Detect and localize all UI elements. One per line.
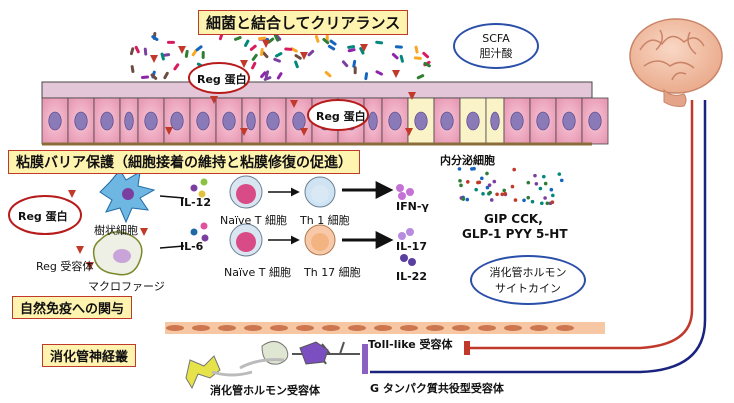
- banner-innate: 自然免疫への関与: [12, 296, 133, 319]
- afferent-pathway-red: [470, 100, 694, 350]
- reg-label-mid: Reg 蛋白: [316, 110, 366, 123]
- dendritic-cell: [99, 169, 156, 224]
- epithelial-cell: [459, 97, 487, 145]
- bacteria-cluster: [129, 31, 431, 81]
- cytokine-label: サイトカイン: [495, 282, 561, 295]
- toll-like-receptor-label: Toll-like 受容体: [368, 338, 453, 351]
- scfa-label: SCFA: [482, 31, 510, 45]
- ifn-gamma-label: IFN-γ: [396, 200, 429, 213]
- macrophage-label: マクロファージ: [88, 280, 165, 293]
- hormone-particles: [457, 166, 564, 206]
- th1-label: Th 1 細胞: [300, 214, 350, 227]
- gi-hormone-receptor-label: 消化管ホルモン受容体: [210, 384, 320, 397]
- hormones-line1: GIP CCK,: [484, 212, 543, 226]
- naive-t-label-2: Naïve T 細胞: [224, 266, 292, 279]
- cytokine-dots: [190, 178, 416, 266]
- gpcr-label: G タンパク質共役型受容体: [370, 382, 504, 395]
- reg-protein-oval-mid: [307, 99, 369, 131]
- enteric-neurons: [185, 341, 470, 390]
- epithelial-cell: [363, 97, 383, 145]
- epithelial-cell: [381, 97, 409, 145]
- th17-label: Th 17 細胞: [304, 266, 361, 279]
- epithelial-cell: [119, 97, 139, 145]
- epithelial-cell: [259, 97, 287, 145]
- epithelial-cell: [215, 97, 243, 145]
- reg-protein-oval-left: [8, 195, 82, 235]
- epithelial-cell: [503, 97, 531, 145]
- il12-label: IL-12: [180, 196, 211, 209]
- epithelial-cell: [581, 97, 609, 145]
- reg-receptor-label: Reg 受容体: [36, 260, 94, 273]
- reg-label-left: Reg 蛋白: [18, 210, 68, 223]
- endocrine-cell-label: 内分泌細胞: [440, 154, 495, 167]
- epithelial-cell: [485, 97, 505, 145]
- epithelial-cell: [529, 97, 557, 145]
- differentiation-arrows: [159, 181, 394, 249]
- bile-acid-label: 胆汁酸: [479, 46, 513, 60]
- banner-clearance: 細菌と結合してクリアランス: [198, 10, 409, 35]
- banner-barrier: 粘膜バリア保護（細胞接着の維持と粘膜修復の促進）: [8, 150, 360, 174]
- dendritic-cell-label: 樹状細胞: [94, 224, 138, 237]
- epithelial-cell: [241, 97, 261, 145]
- gi-hormone-label: 消化管ホルモン: [489, 266, 567, 279]
- brain-icon: [629, 18, 723, 107]
- il22-label: IL-22: [396, 270, 427, 283]
- epithelial-cell: [163, 97, 191, 145]
- epithelial-cell: [137, 97, 165, 145]
- banner-enteric-plexus: 消化管神経叢: [42, 344, 137, 367]
- hormones-line2: GLP-1 PYY 5-HT: [462, 227, 568, 241]
- epithelial-cell: [407, 97, 435, 145]
- epithelial-cell: [93, 97, 121, 145]
- scfa-oval: SCFA 胆汁酸: [453, 23, 539, 69]
- macrophage-cell: [92, 231, 143, 276]
- epithelial-cell: [189, 97, 217, 145]
- epithelial-cell: [555, 97, 583, 145]
- epithelial-cell: [67, 97, 95, 145]
- t-cells: [229, 175, 336, 257]
- naive-t-label-1: Naïve T 細胞: [220, 214, 288, 227]
- epithelial-cell: [41, 97, 69, 145]
- epithelial-cell: [433, 97, 461, 145]
- reg-protein-oval-top: [188, 62, 250, 94]
- il17-label: IL-17: [396, 240, 427, 253]
- efferent-pathway-blue: [370, 100, 707, 374]
- reg-label-top: Reg 蛋白: [197, 73, 247, 86]
- epithelial-cell: [285, 97, 313, 145]
- hormone-cytokine-oval: 消化管ホルモン サイトカイン: [470, 255, 586, 305]
- il6-label: IL-6: [180, 240, 204, 253]
